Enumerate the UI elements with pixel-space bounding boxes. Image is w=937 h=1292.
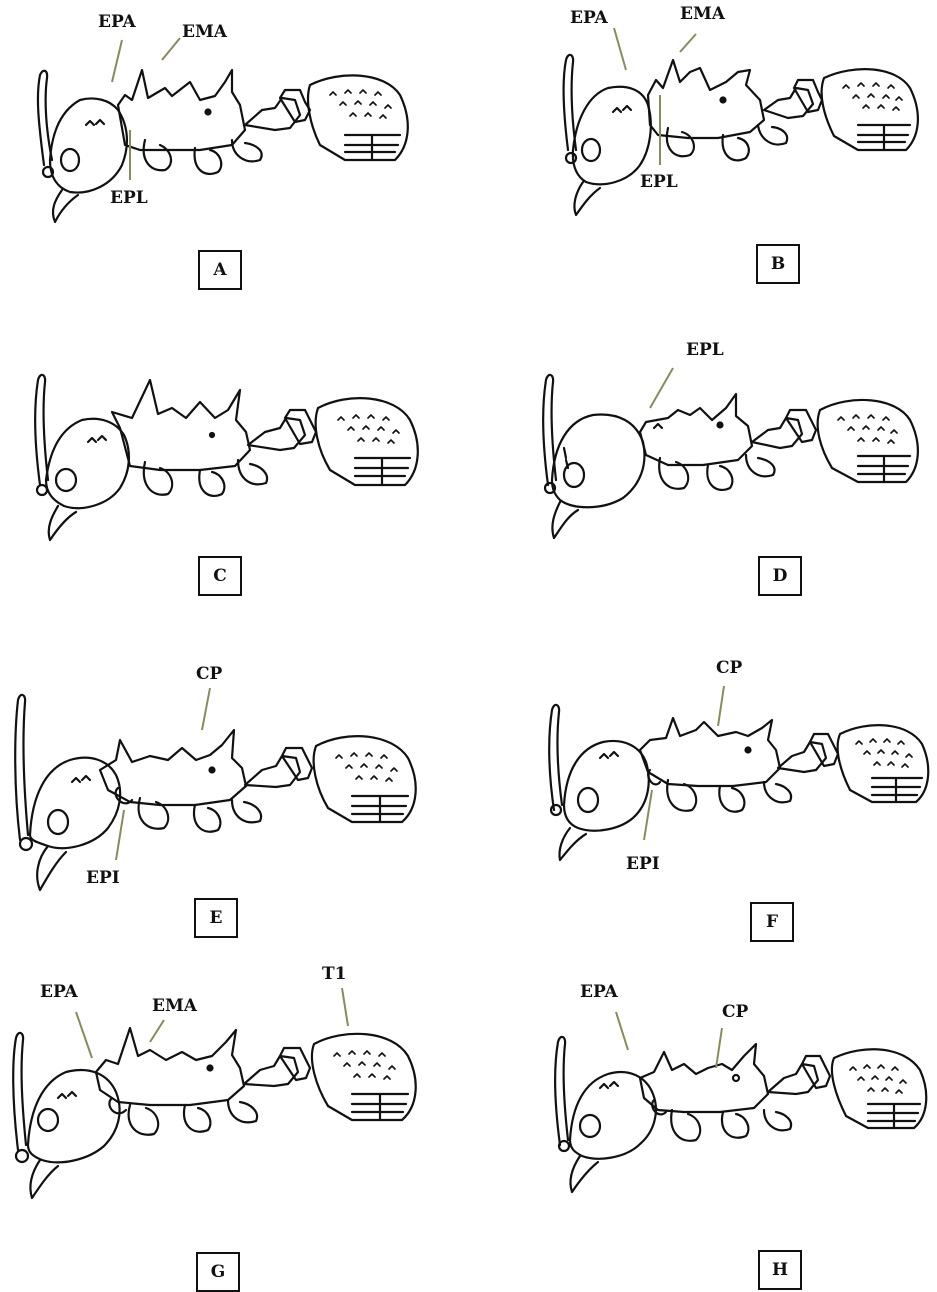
label-epa: EPA bbox=[570, 8, 608, 28]
ant-drawing-b bbox=[468, 0, 936, 260]
label-epi: EPI bbox=[626, 854, 660, 874]
label-cp: CP bbox=[196, 664, 222, 684]
panel-c: C bbox=[0, 320, 468, 640]
panel-letter-b: B bbox=[756, 244, 800, 284]
panel-letter-g: G bbox=[196, 1252, 240, 1292]
panel-letter-a: A bbox=[198, 250, 242, 290]
ant-drawing-f bbox=[468, 640, 936, 900]
panel-b: EPA EMA EPL B bbox=[468, 0, 936, 320]
panel-letter-f: F bbox=[750, 902, 794, 942]
panel-letter-e: E bbox=[194, 898, 238, 938]
label-cp: CP bbox=[716, 658, 742, 678]
ant-drawing-e bbox=[0, 640, 468, 900]
panel-letter-c: C bbox=[198, 556, 242, 596]
panel-a: EPA EMA EPL A bbox=[0, 0, 468, 320]
label-epa: EPA bbox=[40, 982, 78, 1002]
panel-f: CP EPI F bbox=[468, 640, 936, 960]
label-ema: EMA bbox=[182, 22, 227, 42]
panel-g: EPA EMA T1 G bbox=[0, 960, 468, 1280]
label-epl: EPL bbox=[640, 172, 678, 192]
panel-e: CP EPI E bbox=[0, 640, 468, 960]
panel-letter-h: H bbox=[758, 1250, 802, 1290]
label-t1: T1 bbox=[322, 964, 346, 984]
label-ema: EMA bbox=[680, 4, 725, 24]
panel-letter-d: D bbox=[758, 556, 802, 596]
panel-h: EPA CP H bbox=[468, 960, 936, 1280]
label-epl: EPL bbox=[110, 188, 148, 208]
ant-drawing-c bbox=[0, 320, 468, 580]
ant-drawing-a bbox=[0, 0, 468, 260]
ant-drawing-h bbox=[468, 960, 936, 1220]
label-epa: EPA bbox=[98, 12, 136, 32]
label-cp: CP bbox=[722, 1002, 748, 1022]
panel-d: EPL D bbox=[468, 320, 936, 640]
label-epi: EPI bbox=[86, 868, 120, 888]
label-ema: EMA bbox=[152, 996, 197, 1016]
label-epa: EPA bbox=[580, 982, 618, 1002]
label-epl: EPL bbox=[686, 340, 724, 360]
